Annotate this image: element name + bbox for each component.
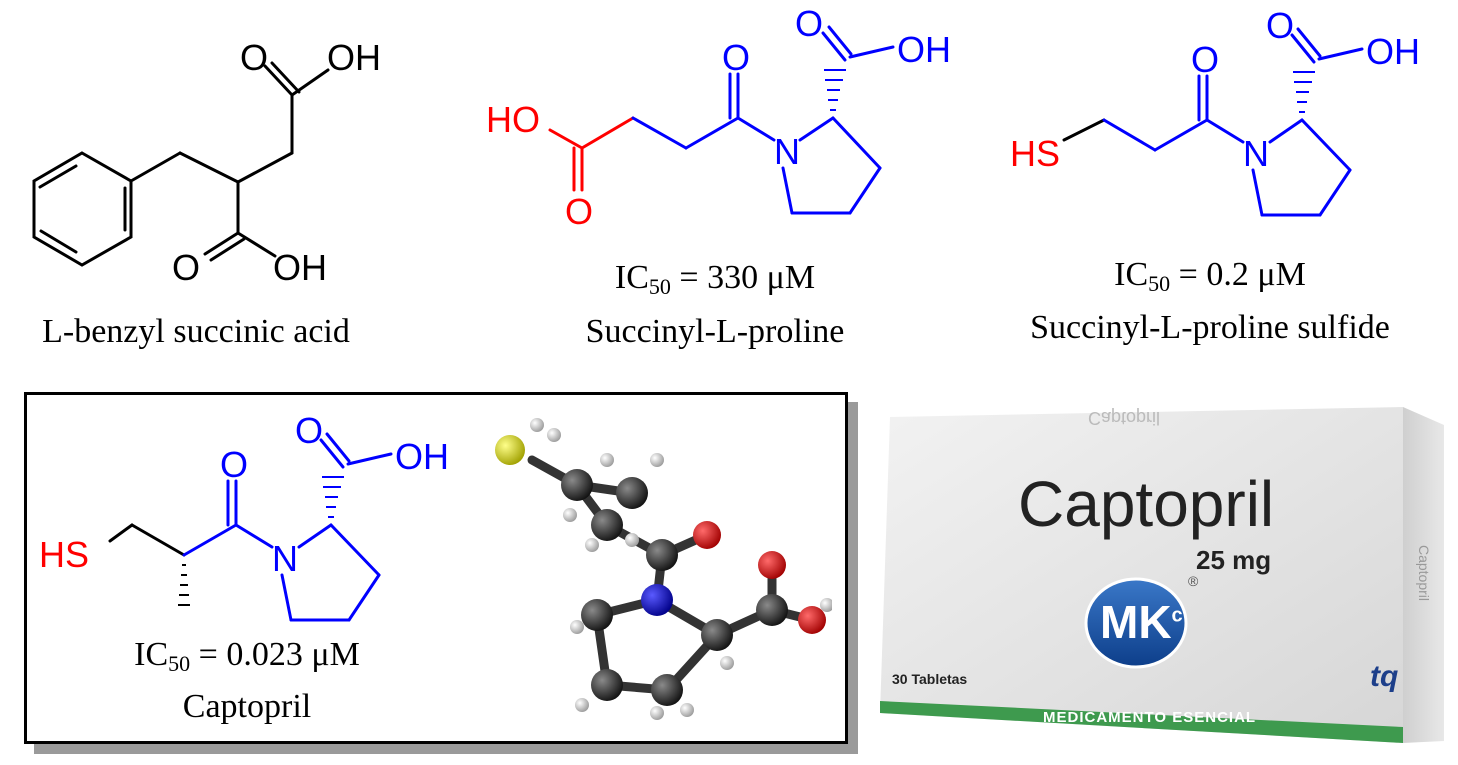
succinyl-proline-sulfide-ic50: IC50 = 0.2 μM [1114,256,1306,296]
o-acid-label: O [295,410,323,451]
succinyl-proline-structure: HO O O N O OH [486,3,951,232]
o-amide-label: O [1191,39,1219,80]
package-side-text: Captopril [1416,544,1433,602]
hs-label: HS [1010,133,1060,174]
captopril-3d-model [495,418,832,720]
o-bottom-label: O [172,247,200,288]
benzyl-succinic-acid-structure: O OH O OH [32,37,381,288]
o-acid-label: O [1266,5,1294,46]
o-left-label: O [565,191,593,232]
package-brand-name: Captopril [1018,468,1275,540]
o-amide-label: O [722,37,750,78]
captopril-structure: HS O N O OH [39,410,449,622]
succinyl-proline-ic50: IC50 = 330 μM [614,259,816,299]
oh-label: OH [1366,31,1420,72]
n-label: N [774,131,800,172]
o-acid-label: O [795,3,823,44]
package-count: 30 Tabletas [892,671,968,687]
mk-logo-text: MKc [1100,596,1183,648]
tq-mark: tq [1370,660,1399,693]
o-amide-label: O [220,444,248,485]
captopril-panel: HS O N O OH IC50 = 0.023 μM Captopril [24,392,848,744]
registered-mark: ® [1188,573,1199,589]
succinyl-proline-sulfide-name: Succinyl-L-proline sulfide [1030,309,1390,346]
succinyl-proline-sulfide-structure: HS O N O OH [1010,5,1420,217]
mk-logo-badge [1084,577,1188,669]
benzyl-succinic-acid-name: L-benzyl succinic acid [42,313,350,350]
n-label: N [1243,133,1269,174]
captopril-ic50: IC50 = 0.023 μM [134,636,360,676]
o-top-label: O [240,37,268,78]
ho-label: HO [486,99,540,140]
captopril-name: Captopril [182,688,312,725]
oh-bottom-label: OH [273,247,327,288]
oh-label: OH [897,29,951,70]
oh-top-label: OH [327,37,381,78]
package-dose: 25 mg [1196,545,1272,575]
captopril-package: Captopril Captopril 25 mg MKc ® 30 Table… [878,405,1446,745]
n-label: N [272,538,298,579]
hs-label: HS [39,534,89,575]
oh-label: OH [395,436,449,477]
succinyl-proline-name: Succinyl-L-proline [585,313,845,350]
package-banner: MEDICAMENTO ESENCIAL [1043,709,1257,726]
package-mirrored-brand: Captopril [1088,408,1161,428]
